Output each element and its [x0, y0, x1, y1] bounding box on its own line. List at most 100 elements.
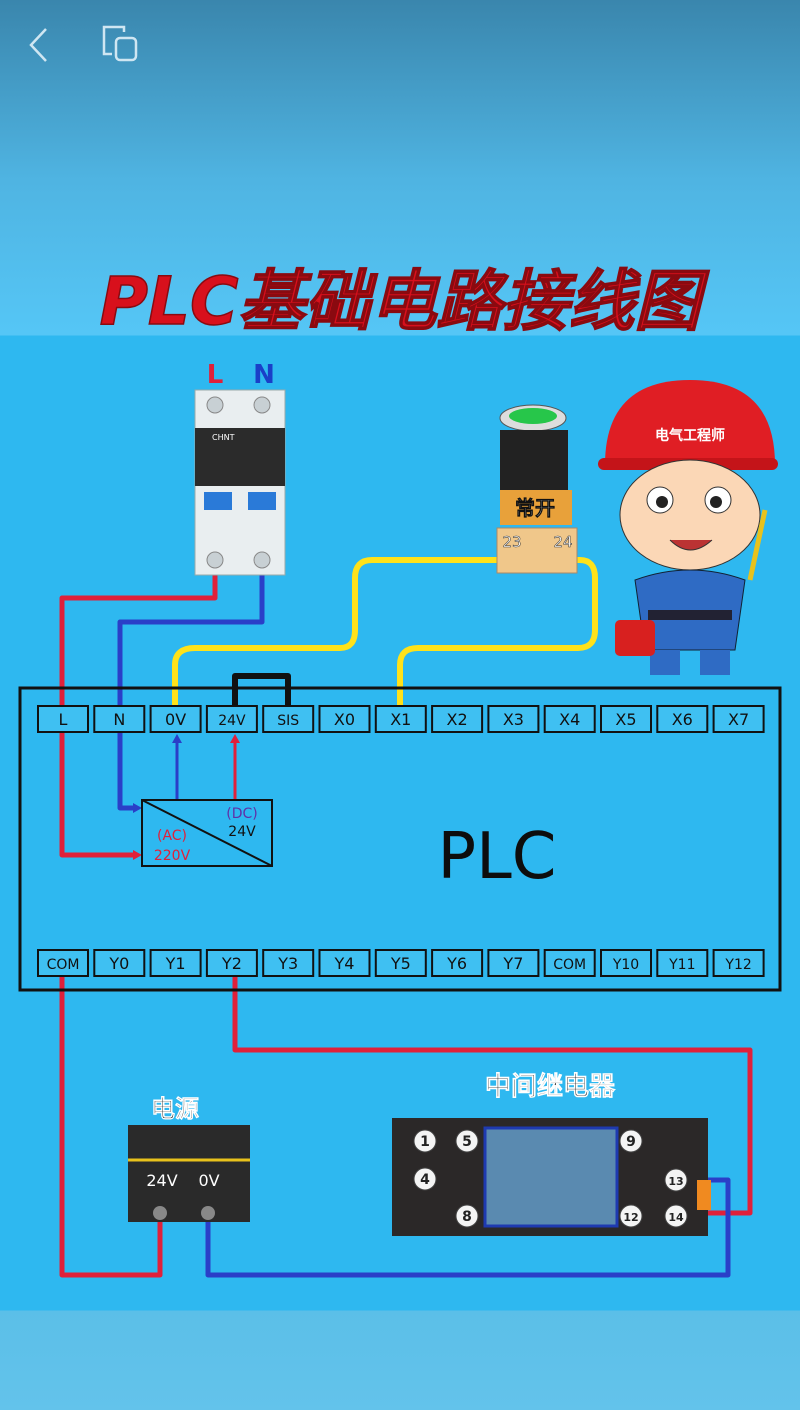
- svg-text:X5: X5: [615, 710, 636, 729]
- terminal-x0: X0: [318, 705, 371, 733]
- svg-text:X4: X4: [559, 710, 580, 729]
- svg-text:N: N: [113, 710, 125, 729]
- wires: [59, 557, 753, 1278]
- terminal-x7: X7: [712, 705, 765, 733]
- label-n: N: [253, 360, 275, 390]
- terminal-y0: Y0: [93, 949, 146, 977]
- terminal-x2: X2: [431, 705, 484, 733]
- svg-text:0V: 0V: [165, 710, 186, 729]
- terminal-x4: X4: [543, 705, 596, 733]
- pin-23: 23: [502, 533, 521, 551]
- top-bar: [0, 0, 800, 90]
- wire-0v: [205, 1177, 731, 1278]
- relay-pin-14: 14: [664, 1204, 688, 1228]
- terminal-y1: Y1: [149, 949, 202, 977]
- terminal-y7: Y7: [487, 949, 540, 977]
- svg-text:Y4: Y4: [334, 954, 355, 973]
- terminal-y12: Y12: [712, 949, 765, 977]
- wire-jumper: [232, 673, 291, 706]
- svg-text:12: 12: [623, 1211, 638, 1224]
- wire-l: [59, 565, 218, 858]
- svg-text:(DC): (DC): [226, 806, 257, 822]
- helmet-text: 电气工程师: [655, 427, 725, 444]
- svg-text:Y6: Y6: [446, 954, 467, 973]
- relay-pin-13: 13: [664, 1168, 688, 1192]
- svg-text:Y5: Y5: [390, 954, 411, 973]
- svg-text:24V: 24V: [228, 824, 256, 840]
- svg-text:14: 14: [668, 1211, 684, 1224]
- top-terminal-strip: L N 0V 24V SIS X0 X1 X2 X3 X4 X5 X6 X7: [37, 705, 765, 733]
- svg-text:X0: X0: [334, 710, 355, 729]
- button-label: 常开: [515, 496, 555, 520]
- relay-pin-5: 5: [455, 1129, 479, 1153]
- terminal-x6: X6: [656, 705, 709, 733]
- terminal-sis: SIS: [262, 705, 315, 733]
- svg-text:L: L: [59, 710, 68, 729]
- svg-text:13: 13: [668, 1175, 683, 1188]
- circuit-breaker: L N CHNT: [194, 360, 286, 576]
- terminal-x3: X3: [487, 705, 540, 733]
- svg-text:Y12: Y12: [724, 957, 751, 973]
- svg-text:24V: 24V: [146, 1171, 177, 1190]
- label-l: L: [207, 360, 224, 390]
- diagram-title: PLC基础电路接线图: [100, 263, 710, 340]
- pin-24: 24: [553, 533, 572, 551]
- relay-pin-4: 4: [413, 1167, 437, 1191]
- relay-pin-8: 8: [455, 1204, 479, 1228]
- terminal-l: L: [37, 705, 89, 733]
- svg-text:X3: X3: [503, 710, 524, 729]
- svg-text:Y3: Y3: [277, 954, 298, 973]
- svg-text:X1: X1: [390, 710, 411, 729]
- terminal-x5: X5: [600, 705, 652, 733]
- wire-com: [59, 977, 163, 1278]
- wire-button-24: [397, 557, 598, 706]
- svg-text:SIS: SIS: [277, 713, 299, 729]
- terminal-y2: Y2: [205, 949, 258, 977]
- terminal-com: COM: [37, 949, 89, 977]
- arrows: [133, 734, 240, 860]
- svg-text:COM: COM: [47, 957, 80, 973]
- svg-text:X7: X7: [728, 710, 749, 729]
- terminal-x1: X1: [374, 705, 427, 733]
- plc-label: PLC: [438, 820, 557, 894]
- push-button-no: 常开 23 24: [496, 404, 578, 574]
- power-supply: 电源 24V 0V: [128, 1095, 250, 1222]
- svg-text:COM: COM: [553, 957, 586, 973]
- relay-title: 中间继电器: [485, 1071, 616, 1102]
- brand-logo: CHNT: [212, 433, 235, 442]
- power-supply-title: 电源: [151, 1095, 199, 1123]
- devices-icon[interactable]: [100, 24, 142, 64]
- wire-y2: [232, 977, 753, 1216]
- relay-pin-12: 12: [619, 1204, 643, 1228]
- svg-text:4: 4: [420, 1172, 430, 1188]
- svg-text:Y0: Y0: [108, 954, 129, 973]
- engineer-cartoon: 电气工程师: [598, 380, 778, 675]
- svg-text:8: 8: [462, 1209, 472, 1225]
- terminal-y10: Y10: [600, 949, 652, 977]
- terminal-com: COM: [543, 949, 596, 977]
- plc-body: [18, 686, 782, 992]
- relay-pin-9: 9: [619, 1129, 643, 1153]
- power-converter: (DC) 24V (AC) 220V: [141, 799, 273, 867]
- chevron-left-icon[interactable]: [26, 26, 52, 64]
- terminal-0v: 0V: [149, 705, 202, 733]
- terminal-y11: Y11: [656, 949, 709, 977]
- svg-text:(AC): (AC): [157, 828, 187, 844]
- svg-text:24V: 24V: [218, 713, 246, 729]
- terminal-y3: Y3: [262, 949, 315, 977]
- svg-text:Y11: Y11: [668, 957, 695, 973]
- svg-text:1: 1: [420, 1134, 430, 1150]
- svg-text:9: 9: [626, 1134, 636, 1150]
- svg-text:X2: X2: [447, 710, 468, 729]
- svg-text:Y10: Y10: [612, 957, 639, 973]
- wire-n: [117, 565, 265, 811]
- terminal-y5: Y5: [374, 949, 427, 977]
- terminal-y4: Y4: [318, 949, 371, 977]
- terminal-y6: Y6: [431, 949, 484, 977]
- svg-text:Y7: Y7: [502, 954, 523, 973]
- terminal-n: N: [93, 705, 146, 733]
- wire-button-23: [172, 557, 497, 706]
